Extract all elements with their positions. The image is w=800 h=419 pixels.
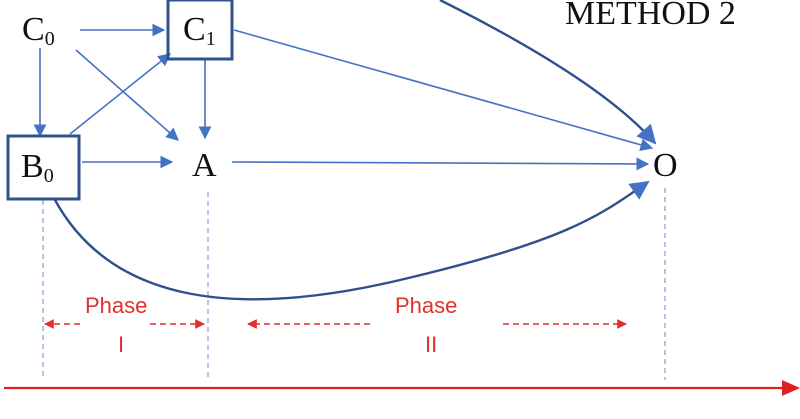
phase1-word: Phase bbox=[85, 293, 147, 318]
phase2-word: Phase bbox=[395, 293, 457, 318]
arrow-c1-o bbox=[233, 29, 654, 152]
node-c1: C1 bbox=[183, 11, 216, 50]
node-c0: C0 bbox=[22, 11, 55, 50]
arrow-a-o bbox=[231, 157, 650, 171]
curve-arrow-top-o bbox=[439, 0, 657, 145]
c1-box bbox=[166, 0, 234, 61]
node-a: A bbox=[192, 147, 217, 184]
curve-arrow-b0-o bbox=[53, 180, 650, 301]
b0-box bbox=[6, 134, 81, 201]
method-title: METHOD 2 bbox=[565, 0, 736, 32]
timeline-arrowhead bbox=[782, 380, 800, 396]
node-o: O bbox=[653, 147, 678, 184]
phase1-numeral: I bbox=[118, 332, 124, 357]
arrow-b0-c1 bbox=[69, 53, 171, 135]
arrow-c0-a bbox=[75, 49, 179, 141]
phase2-numeral: II bbox=[425, 332, 437, 357]
node-b0: B0 bbox=[21, 148, 54, 187]
